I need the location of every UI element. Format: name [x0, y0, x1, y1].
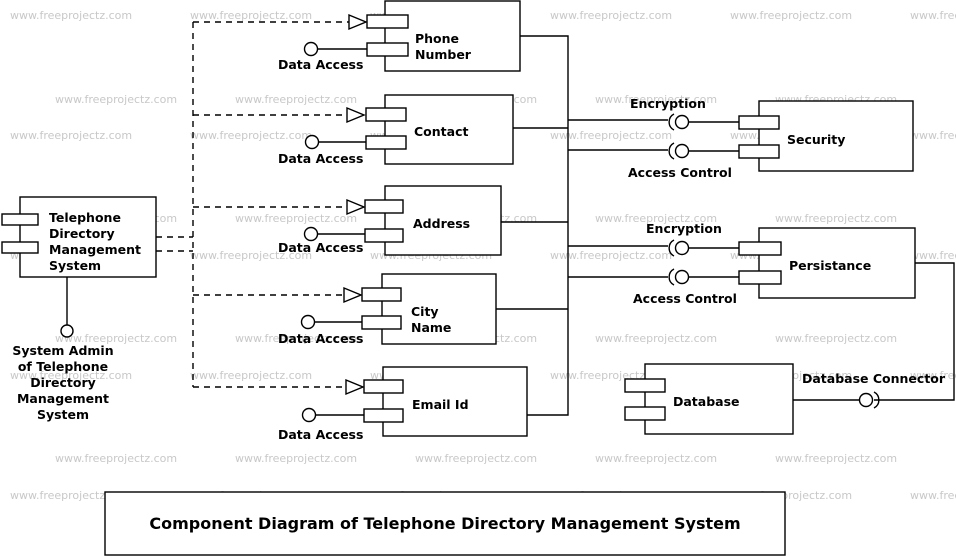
watermark-text: www.freeprojectz.com: [10, 129, 132, 142]
email-data-access-label: Data Access: [278, 427, 363, 442]
watermark-text: www.freeprojectz.com: [550, 129, 672, 142]
watermark-text: www.freeprojectz.com: [910, 249, 956, 262]
persistance-component: Persistance Encryption Access Control: [633, 221, 916, 306]
admin-interface: System Admin of Telephone Directory Mana…: [12, 277, 114, 422]
phone-number-component: Phone Number Data Access: [278, 0, 521, 72]
persistance-label: Persistance: [789, 258, 871, 273]
security-component: Security Encryption Access Control: [628, 96, 914, 180]
watermark-text: www.freeprojectz.com: [10, 489, 132, 502]
watermark-text: www.freeprojectz.com: [775, 212, 897, 225]
address-label: Address: [413, 216, 470, 231]
main-component-label-2: Directory: [49, 226, 115, 241]
persistance-access-control-label: Access Control: [633, 291, 737, 306]
watermark-text: www.freeprojectz.com: [55, 452, 177, 465]
main-component: Telephone Directory Management System: [1, 196, 157, 278]
city-name-label-1: City: [411, 304, 439, 319]
watermark-text: www.freeprojectz.com: [910, 489, 956, 502]
main-component-label-4: System: [49, 258, 101, 273]
contact-component: Contact Data Access: [278, 94, 514, 166]
watermark-text: www.freeprojectz.com: [910, 9, 956, 22]
watermark-text: www.freeprojectz.com: [55, 93, 177, 106]
watermark-text: www.freeprojectz.com: [10, 369, 132, 382]
security-label: Security: [787, 132, 845, 147]
database-component: Database Database Connector: [624, 262, 955, 435]
admin-label-4: Management: [17, 391, 109, 406]
watermark-text: www.freeprojectz.com: [550, 249, 672, 262]
bus-connectors: [496, 35, 668, 416]
watermark-text: www.freeprojectz.com: [55, 332, 177, 345]
phone-number-label-1: Phone: [415, 31, 459, 46]
contact-label: Contact: [414, 124, 468, 139]
watermark-text: www.freeprojectz.com: [235, 212, 357, 225]
watermark-text: www.freeprojectz.com: [190, 369, 312, 382]
address-data-access-label: Data Access: [278, 240, 363, 255]
city-name-label-2: Name: [411, 320, 451, 335]
watermark-text: www.freeprojectz.com: [595, 452, 717, 465]
diagram-title: Component Diagram of Telephone Directory…: [149, 514, 740, 533]
watermark-text: www.freeprojectz.com: [910, 129, 956, 142]
city-data-access-label: Data Access: [278, 331, 363, 346]
admin-label-2: of Telephone: [18, 359, 108, 374]
admin-label-5: System: [37, 407, 89, 422]
watermark-text: www.freeprojectz.com: [235, 93, 357, 106]
watermark-text: www.freeprojectz.com: [775, 452, 897, 465]
email-id-component: Email Id Data Access: [278, 366, 528, 442]
watermark-text: www.freeprojectz.com: [235, 452, 357, 465]
watermark-text: www.freeprojectz.com: [595, 212, 717, 225]
admin-label-3: Directory: [30, 375, 96, 390]
watermark-text: www.freeprojectz.com: [415, 452, 537, 465]
watermark-text: www.freeprojectz.com: [235, 332, 357, 345]
watermark-text: www.freeprojectz.com: [595, 332, 717, 345]
admin-label-1: System Admin: [12, 343, 113, 358]
main-component-label-3: Management: [49, 242, 141, 257]
watermark-text: www.freeprojectz.com: [10, 9, 132, 22]
watermark-text: www.freeprojectz.com: [190, 9, 312, 22]
city-name-component: City Name Data Access: [278, 273, 497, 346]
watermark-text: www.freeprojectz.com: [775, 332, 897, 345]
phone-data-access-label: Data Access: [278, 57, 363, 72]
watermark-text: www.freeprojectz.com: [190, 129, 312, 142]
contact-data-access-label: Data Access: [278, 151, 363, 166]
email-id-label: Email Id: [412, 397, 469, 412]
persistance-encryption-label: Encryption: [646, 221, 722, 236]
address-component: Address Data Access: [278, 185, 502, 256]
security-encryption-label: Encryption: [630, 96, 706, 111]
watermark-text: www.freeprojectz.com: [730, 9, 852, 22]
security-access-control-label: Access Control: [628, 165, 732, 180]
diagram-caption: Component Diagram of Telephone Directory…: [104, 491, 786, 556]
database-label: Database: [673, 394, 740, 409]
phone-number-label-2: Number: [415, 47, 472, 62]
database-connector-label: Database Connector: [802, 371, 946, 386]
watermark-text: www.freeprojectz.com: [595, 93, 717, 106]
watermark-text: www.freeprojectz.com: [910, 369, 956, 382]
dependency-lines: [156, 13, 368, 396]
watermark-text: www.freeprojectz.com: [550, 9, 672, 22]
main-component-label-1: Telephone: [49, 210, 121, 225]
watermark-text: www.freeprojectz.com: [190, 249, 312, 262]
